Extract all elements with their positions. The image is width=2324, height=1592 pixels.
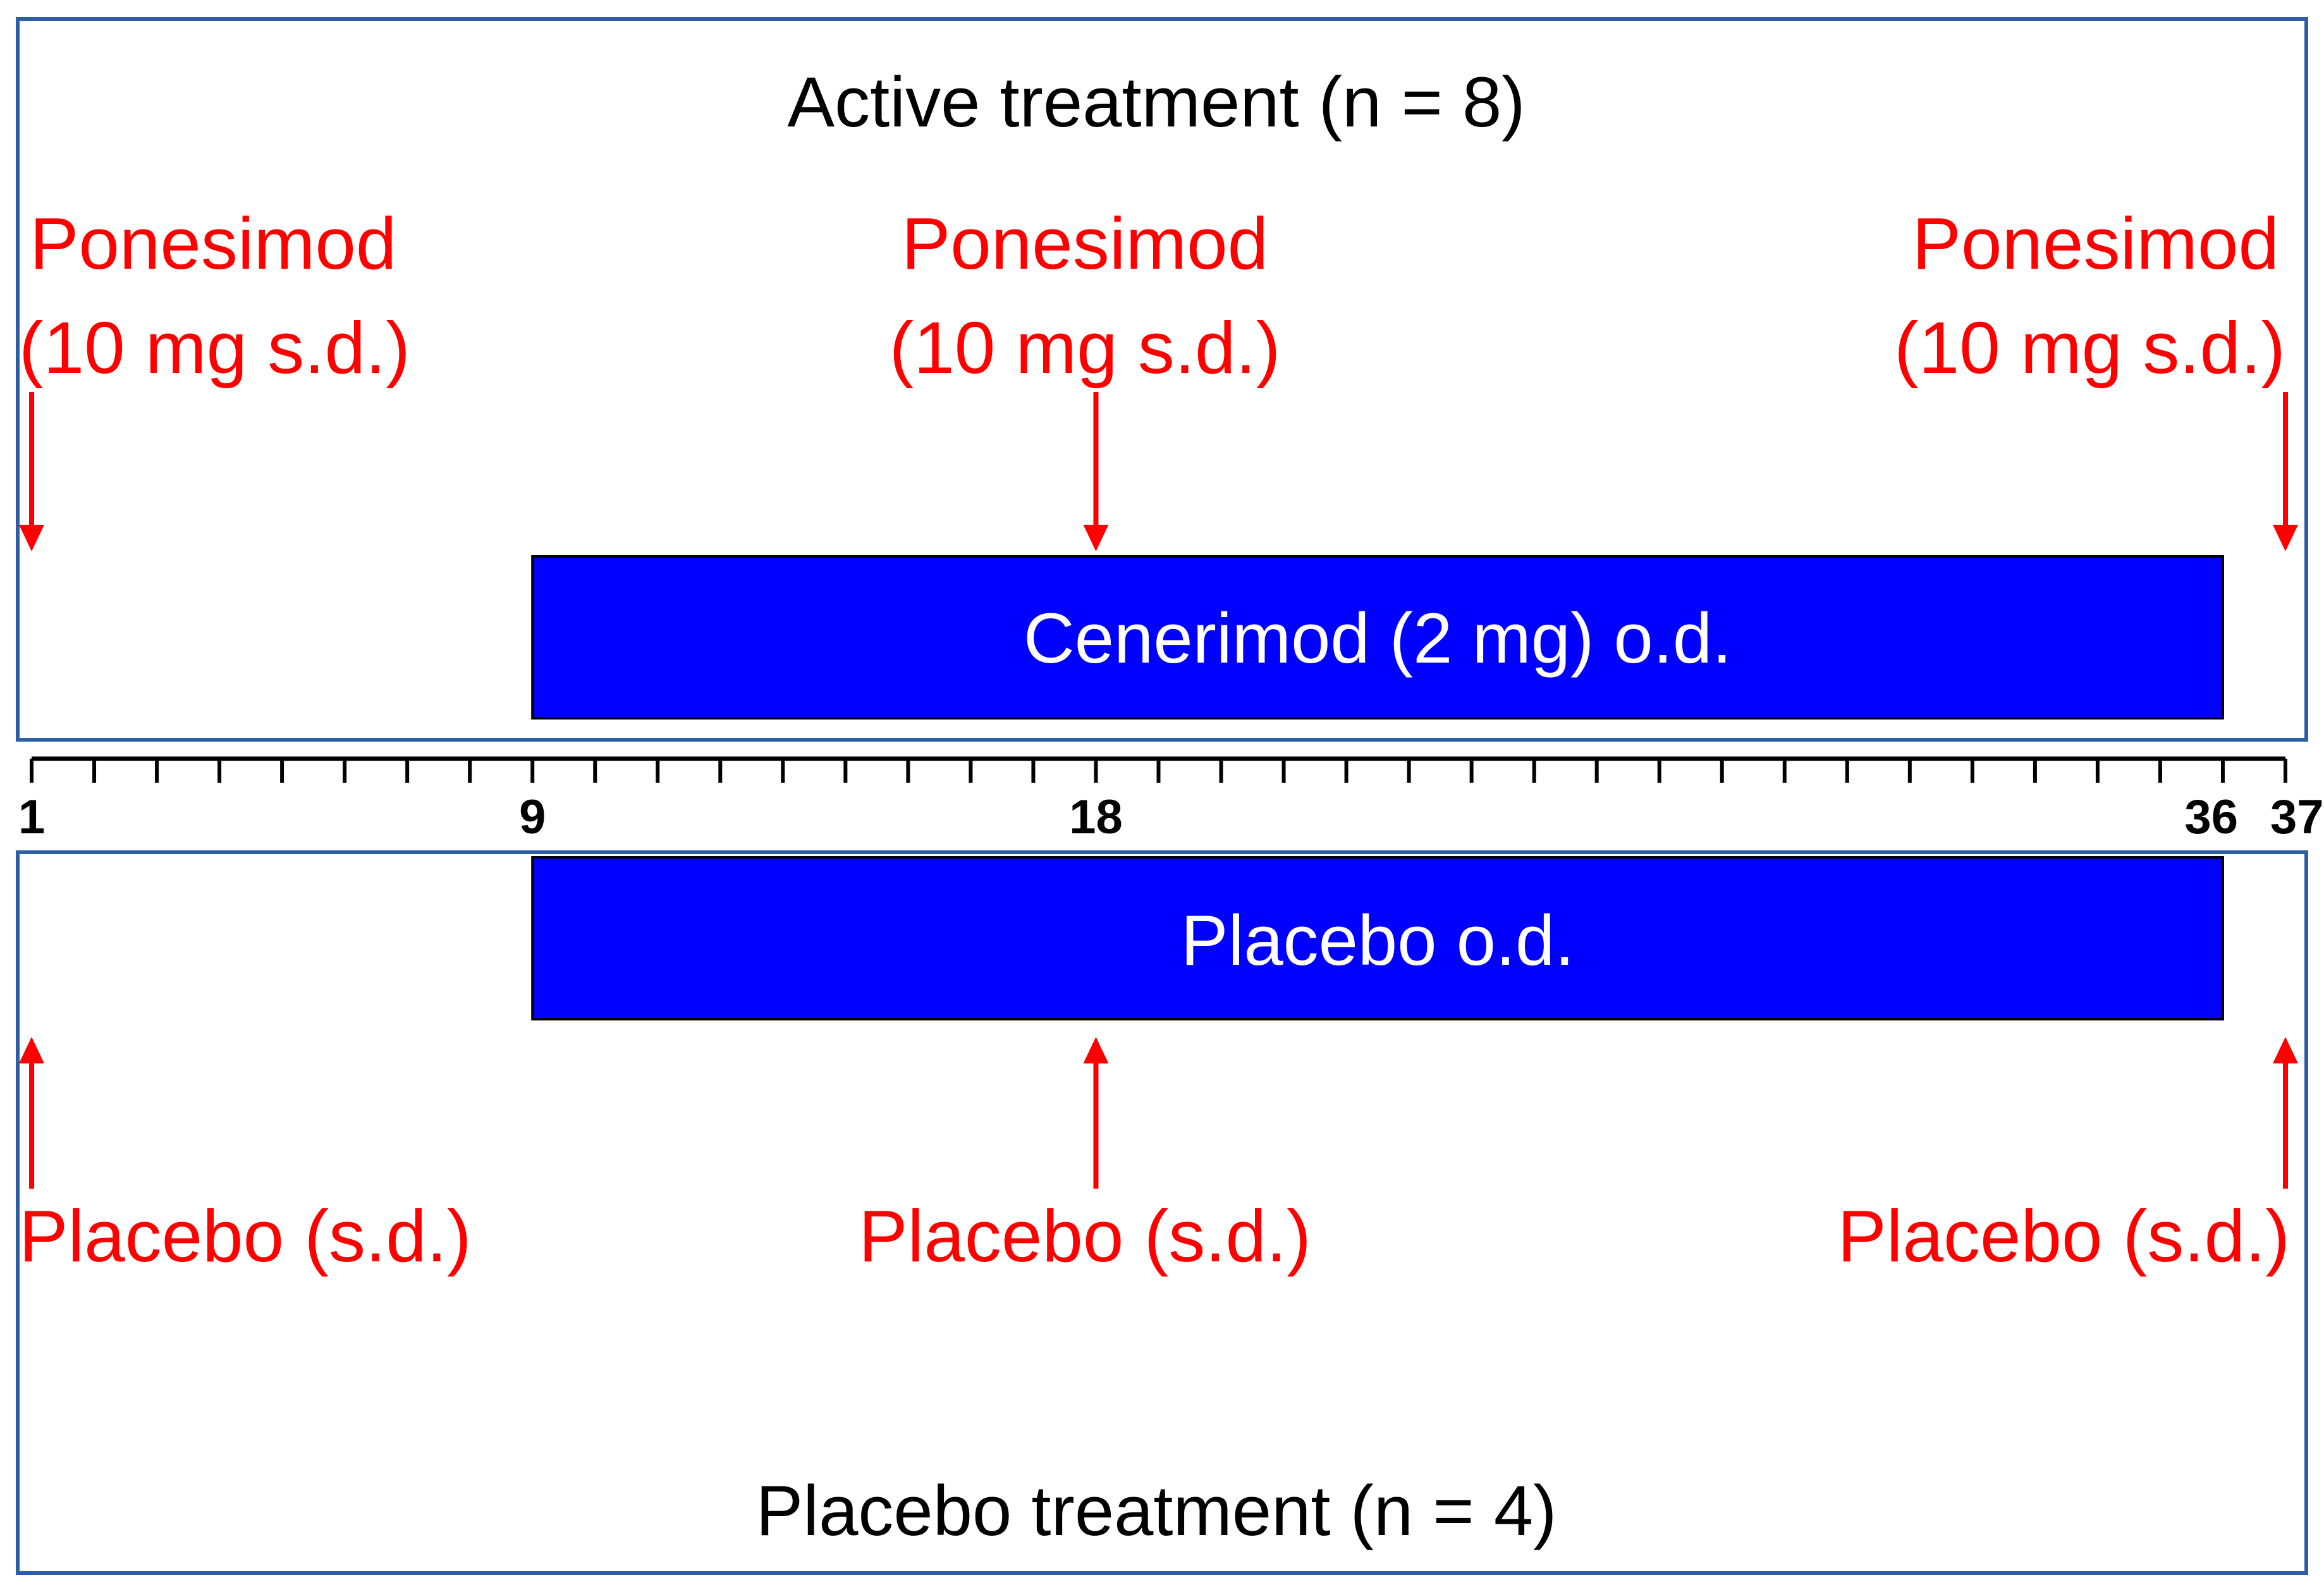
ponesimod-dose-day-18: Ponesimod (10 mg s.d.) (890, 202, 1281, 551)
placebo-bar (531, 856, 2224, 1020)
placebo-dose-label-day-37: Placebo (s.d.) (1837, 1195, 2290, 1277)
placebo-arrowhead-day-37 (2273, 1037, 2298, 1063)
day-axis-tick-labels: 1 9 18 36 37 (18, 790, 2324, 844)
cenerimod-bar (531, 555, 2224, 719)
ponesimod-label-day-18: Ponesimod (902, 202, 1268, 285)
placebo-treatment-panel: Placebo o.d. Placebo (s.d.) Placebo (s.d… (16, 850, 2308, 1575)
placebo-dose-day-37: Placebo (s.d.) (1837, 1037, 2298, 1277)
ponesimod-arrowhead-day-37 (2273, 525, 2298, 551)
ponesimod-dose-day-37: Ponesimod (10 mg s.d.) (1894, 202, 2298, 551)
placebo-bar-label: Placebo o.d. (1181, 901, 1575, 980)
ponesimod-arrowhead-day-18 (1083, 525, 1109, 551)
placebo-arrowhead-day-1 (19, 1037, 44, 1063)
placebo-dose-day-18: Placebo (s.d.) (859, 1037, 1311, 1277)
day-axis-ticks (30, 759, 2287, 783)
placebo-panel-frame (16, 850, 2308, 1575)
active-panel-frame (16, 17, 2308, 742)
ponesimod-label-day-1: Ponesimod (30, 202, 396, 285)
ponesimod-dose-text-day-18: (10 mg s.d.) (890, 307, 1281, 389)
day-tick-label: 36 (2184, 790, 2238, 844)
day-tick-label: 9 (519, 790, 546, 844)
day-tick-label: 1 (18, 790, 45, 844)
active-treatment-panel: Active treatment (n = 8) Cenerimod (2 mg… (16, 17, 2308, 742)
ponesimod-arrowhead-day-1 (19, 525, 44, 551)
day-tick-label: 37 (2270, 790, 2324, 844)
day-axis: 1 9 18 36 37 (18, 756, 2324, 844)
placebo-dose-label-day-1: Placebo (s.d.) (19, 1195, 472, 1277)
ponesimod-label-day-37: Ponesimod (1912, 202, 2279, 285)
ponesimod-dose-text-day-37: (10 mg s.d.) (1894, 307, 2285, 389)
ponesimod-dose-day-1: Ponesimod (10 mg s.d.) (19, 202, 410, 551)
placebo-dose-label-day-18: Placebo (s.d.) (859, 1195, 1311, 1277)
placebo-arrowhead-day-18 (1083, 1037, 1109, 1063)
placebo-dose-day-1: Placebo (s.d.) (19, 1037, 472, 1277)
placebo-panel-title: Placebo treatment (n = 4) (756, 1471, 1557, 1550)
active-panel-title: Active treatment (n = 8) (787, 63, 1525, 142)
ponesimod-dose-text-day-1: (10 mg s.d.) (19, 307, 410, 389)
day-tick-label: 18 (1069, 790, 1123, 844)
cenerimod-bar-label: Cenerimod (2 mg) o.d. (1024, 599, 1732, 678)
